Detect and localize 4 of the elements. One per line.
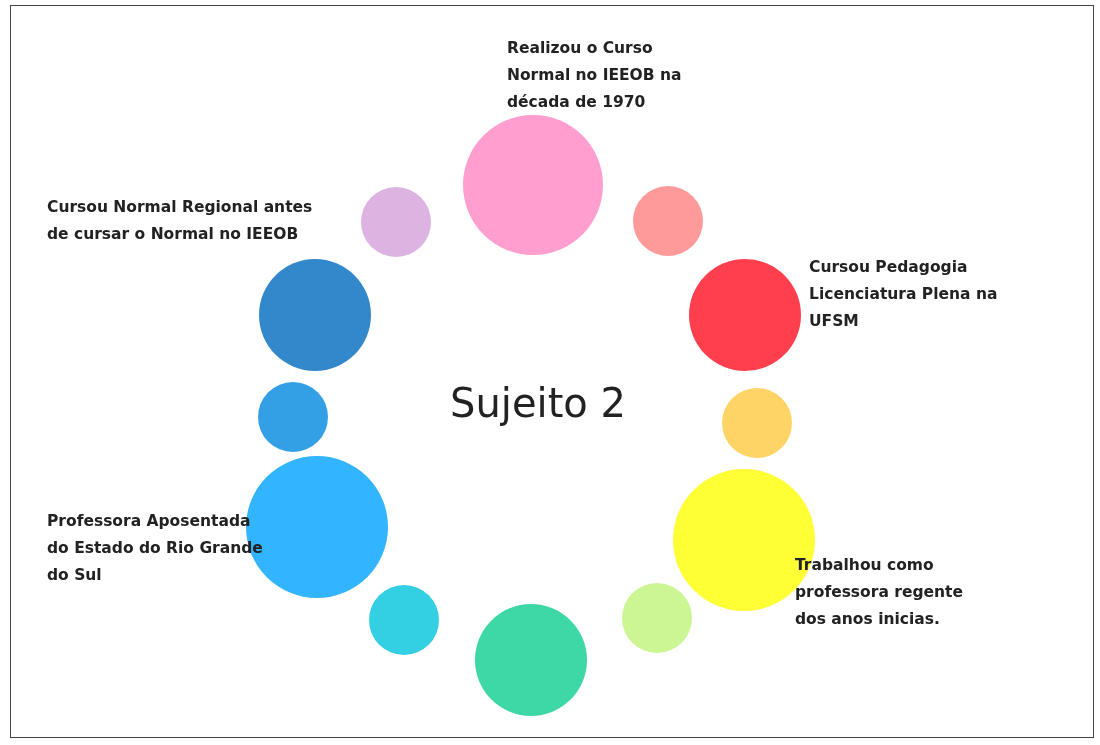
circle-caption: Realizou o Curso Normal no IEEOB na década de 1970 (507, 38, 683, 113)
circle-caption: Cursou Normal Regional antes de cursar o Normal no IEEOB (47, 197, 314, 245)
circle-caption: Cursou Pedagogia Licenciatura Plena na UFSM (809, 257, 999, 332)
center-title: Sujeito 2 (449, 380, 627, 426)
